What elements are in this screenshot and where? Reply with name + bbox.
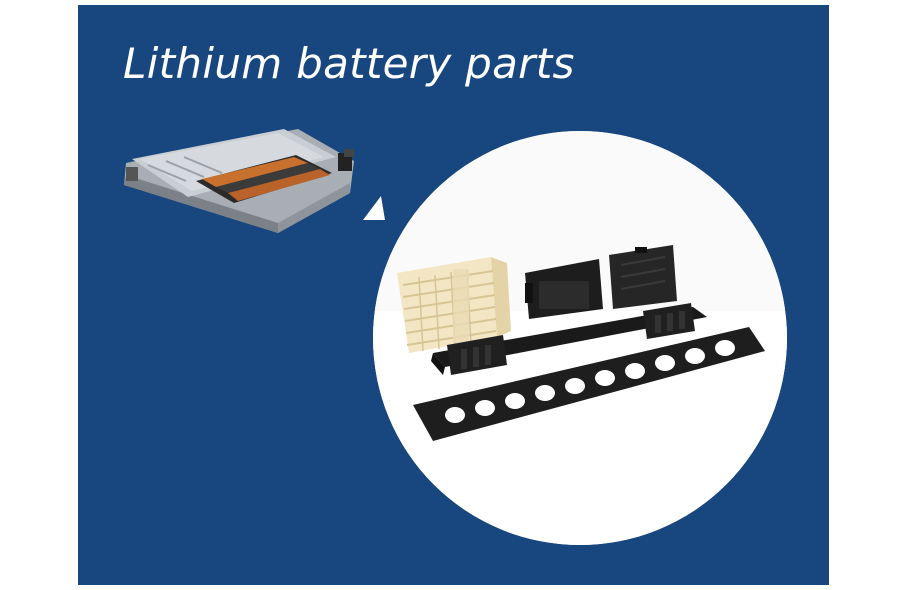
slide-title: Lithium battery parts [123, 39, 575, 88]
black-end-plate [525, 259, 603, 319]
cream-cell-holder [397, 257, 511, 353]
black-cover-plate [609, 245, 677, 309]
black-bracket-frame [431, 303, 707, 375]
parts-photo [373, 131, 787, 545]
slide-panel: Lithium battery parts [78, 5, 829, 585]
battery-pack-image [124, 129, 354, 233]
black-perforated-plate [413, 327, 765, 441]
